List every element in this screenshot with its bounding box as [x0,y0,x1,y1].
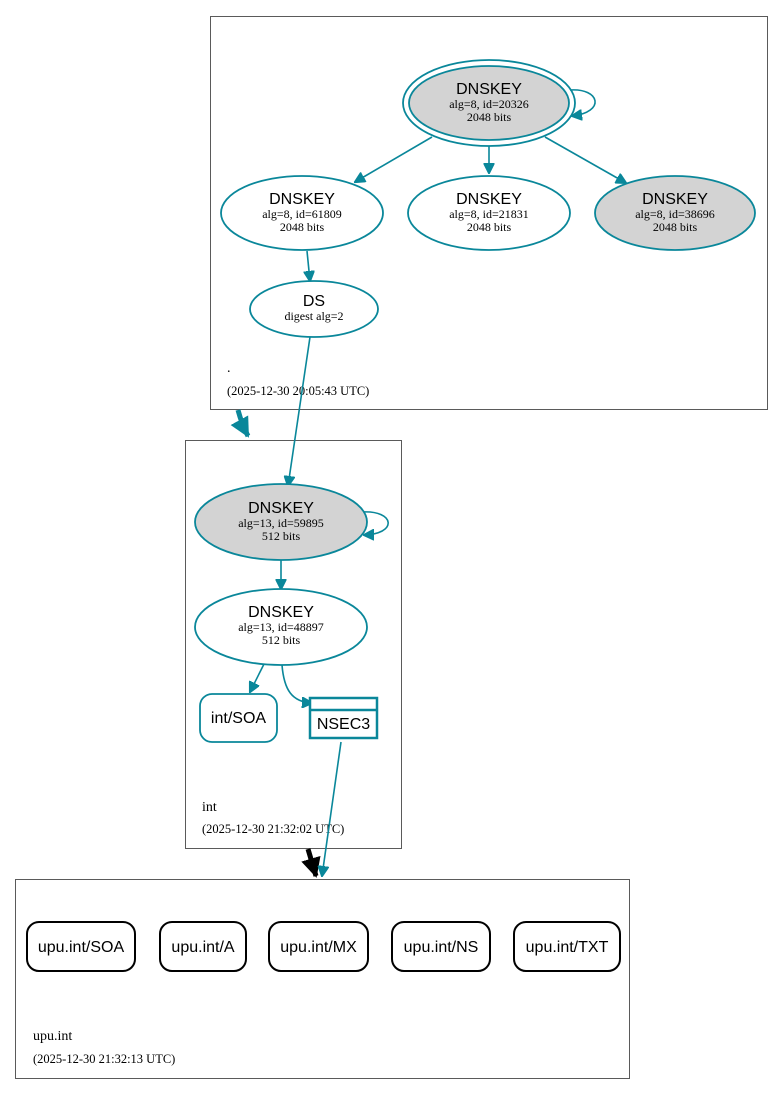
int-zone-timestamp: (2025-12-30 21:32:02 UTC) [202,822,344,836]
upu-zone-timestamp: (2025-12-30 21:32:13 UTC) [33,1052,175,1066]
int-zone-name: int [202,800,217,815]
int-ksk-title: DNSKEY [248,500,314,517]
root-zsk2-bits: 2048 bits [467,220,512,234]
root-zone-name: . [227,361,231,376]
upu-zone-name: upu.int [33,1029,72,1044]
edge-nsec3-to-upu [322,741,342,876]
ds-digest: digest alg=2 [284,309,343,323]
ds-node[interactable]: DS digest alg=2 [249,280,379,338]
int-ksk-node[interactable]: DNSKEY alg=13, id=59895 512 bits [194,483,368,561]
edge-ksk-to-zsk1 [355,136,433,182]
record-upu-a-label: upu.int/A [171,939,234,956]
nsec3-label: NSEC3 [317,716,370,733]
record-upu-soa-label: upu.int/SOA [38,939,125,956]
record-upu-txt-label: upu.int/TXT [526,939,609,956]
root-zsk3-alg: alg=8, id=38696 [635,207,715,221]
root-ksk-bits: 2048 bits [467,110,512,124]
root-zsk3-bits: 2048 bits [653,220,698,234]
root-ksk-alg: alg=8, id=20326 [449,97,529,111]
root-zone-timestamp: (2025-12-30 20:05:43 UTC) [227,384,369,398]
root-zsk1-alg: alg=8, id=61809 [262,207,342,221]
edge-ksk-to-zsk3 [544,136,626,183]
nsec3-node[interactable]: NSEC3 [308,696,379,740]
edge-int-zsk-to-nsec3 [281,664,312,703]
root-zsk2-alg: alg=8, id=21831 [449,207,529,221]
root-ksk-title: DNSKEY [456,81,522,98]
record-upu-ns[interactable]: upu.int/NS [391,921,491,972]
record-upu-ns-label: upu.int/NS [404,939,479,956]
edge-ksk-self-loop [569,89,596,116]
record-upu-mx[interactable]: upu.int/MX [268,921,369,972]
root-zsk2-node[interactable]: DNSKEY alg=8, id=21831 2048 bits [407,175,571,251]
int-zsk-title: DNSKEY [248,604,314,621]
edge-ds-to-int-ksk [288,336,311,486]
root-to-int-delegation-arrow [230,409,251,438]
int-to-upu-delegation-arrow [301,848,321,878]
edge-int-zsk-to-soa [250,663,265,692]
root-ksk-node[interactable]: DNSKEY alg=8, id=20326 2048 bits [402,59,576,147]
record-upu-mx-label: upu.int/MX [280,939,357,956]
root-zsk1-node[interactable]: DNSKEY alg=8, id=61809 2048 bits [220,175,384,251]
root-zsk2-title: DNSKEY [456,191,522,208]
root-zsk3-title: DNSKEY [642,191,708,208]
ds-title: DS [303,293,325,310]
int-soa-label: int/SOA [211,710,266,727]
int-zsk-node[interactable]: DNSKEY alg=13, id=48897 512 bits [194,588,368,666]
edge-zsk1-to-ds [307,250,310,281]
root-zsk3-node[interactable]: DNSKEY alg=8, id=38696 2048 bits [594,175,756,251]
upu-zone-box [15,879,630,1079]
int-zsk-alg: alg=13, id=48897 [238,620,324,634]
record-upu-txt[interactable]: upu.int/TXT [513,921,621,972]
int-soa-node[interactable]: int/SOA [199,693,278,743]
int-ksk-alg: alg=13, id=59895 [238,516,324,530]
edge-int-ksk-self-loop [361,511,389,535]
record-upu-soa[interactable]: upu.int/SOA [26,921,136,972]
int-zsk-bits: 512 bits [262,633,301,647]
root-zsk1-bits: 2048 bits [280,220,325,234]
int-ksk-bits: 512 bits [262,529,301,543]
root-zsk1-title: DNSKEY [269,191,335,208]
record-upu-a[interactable]: upu.int/A [159,921,247,972]
